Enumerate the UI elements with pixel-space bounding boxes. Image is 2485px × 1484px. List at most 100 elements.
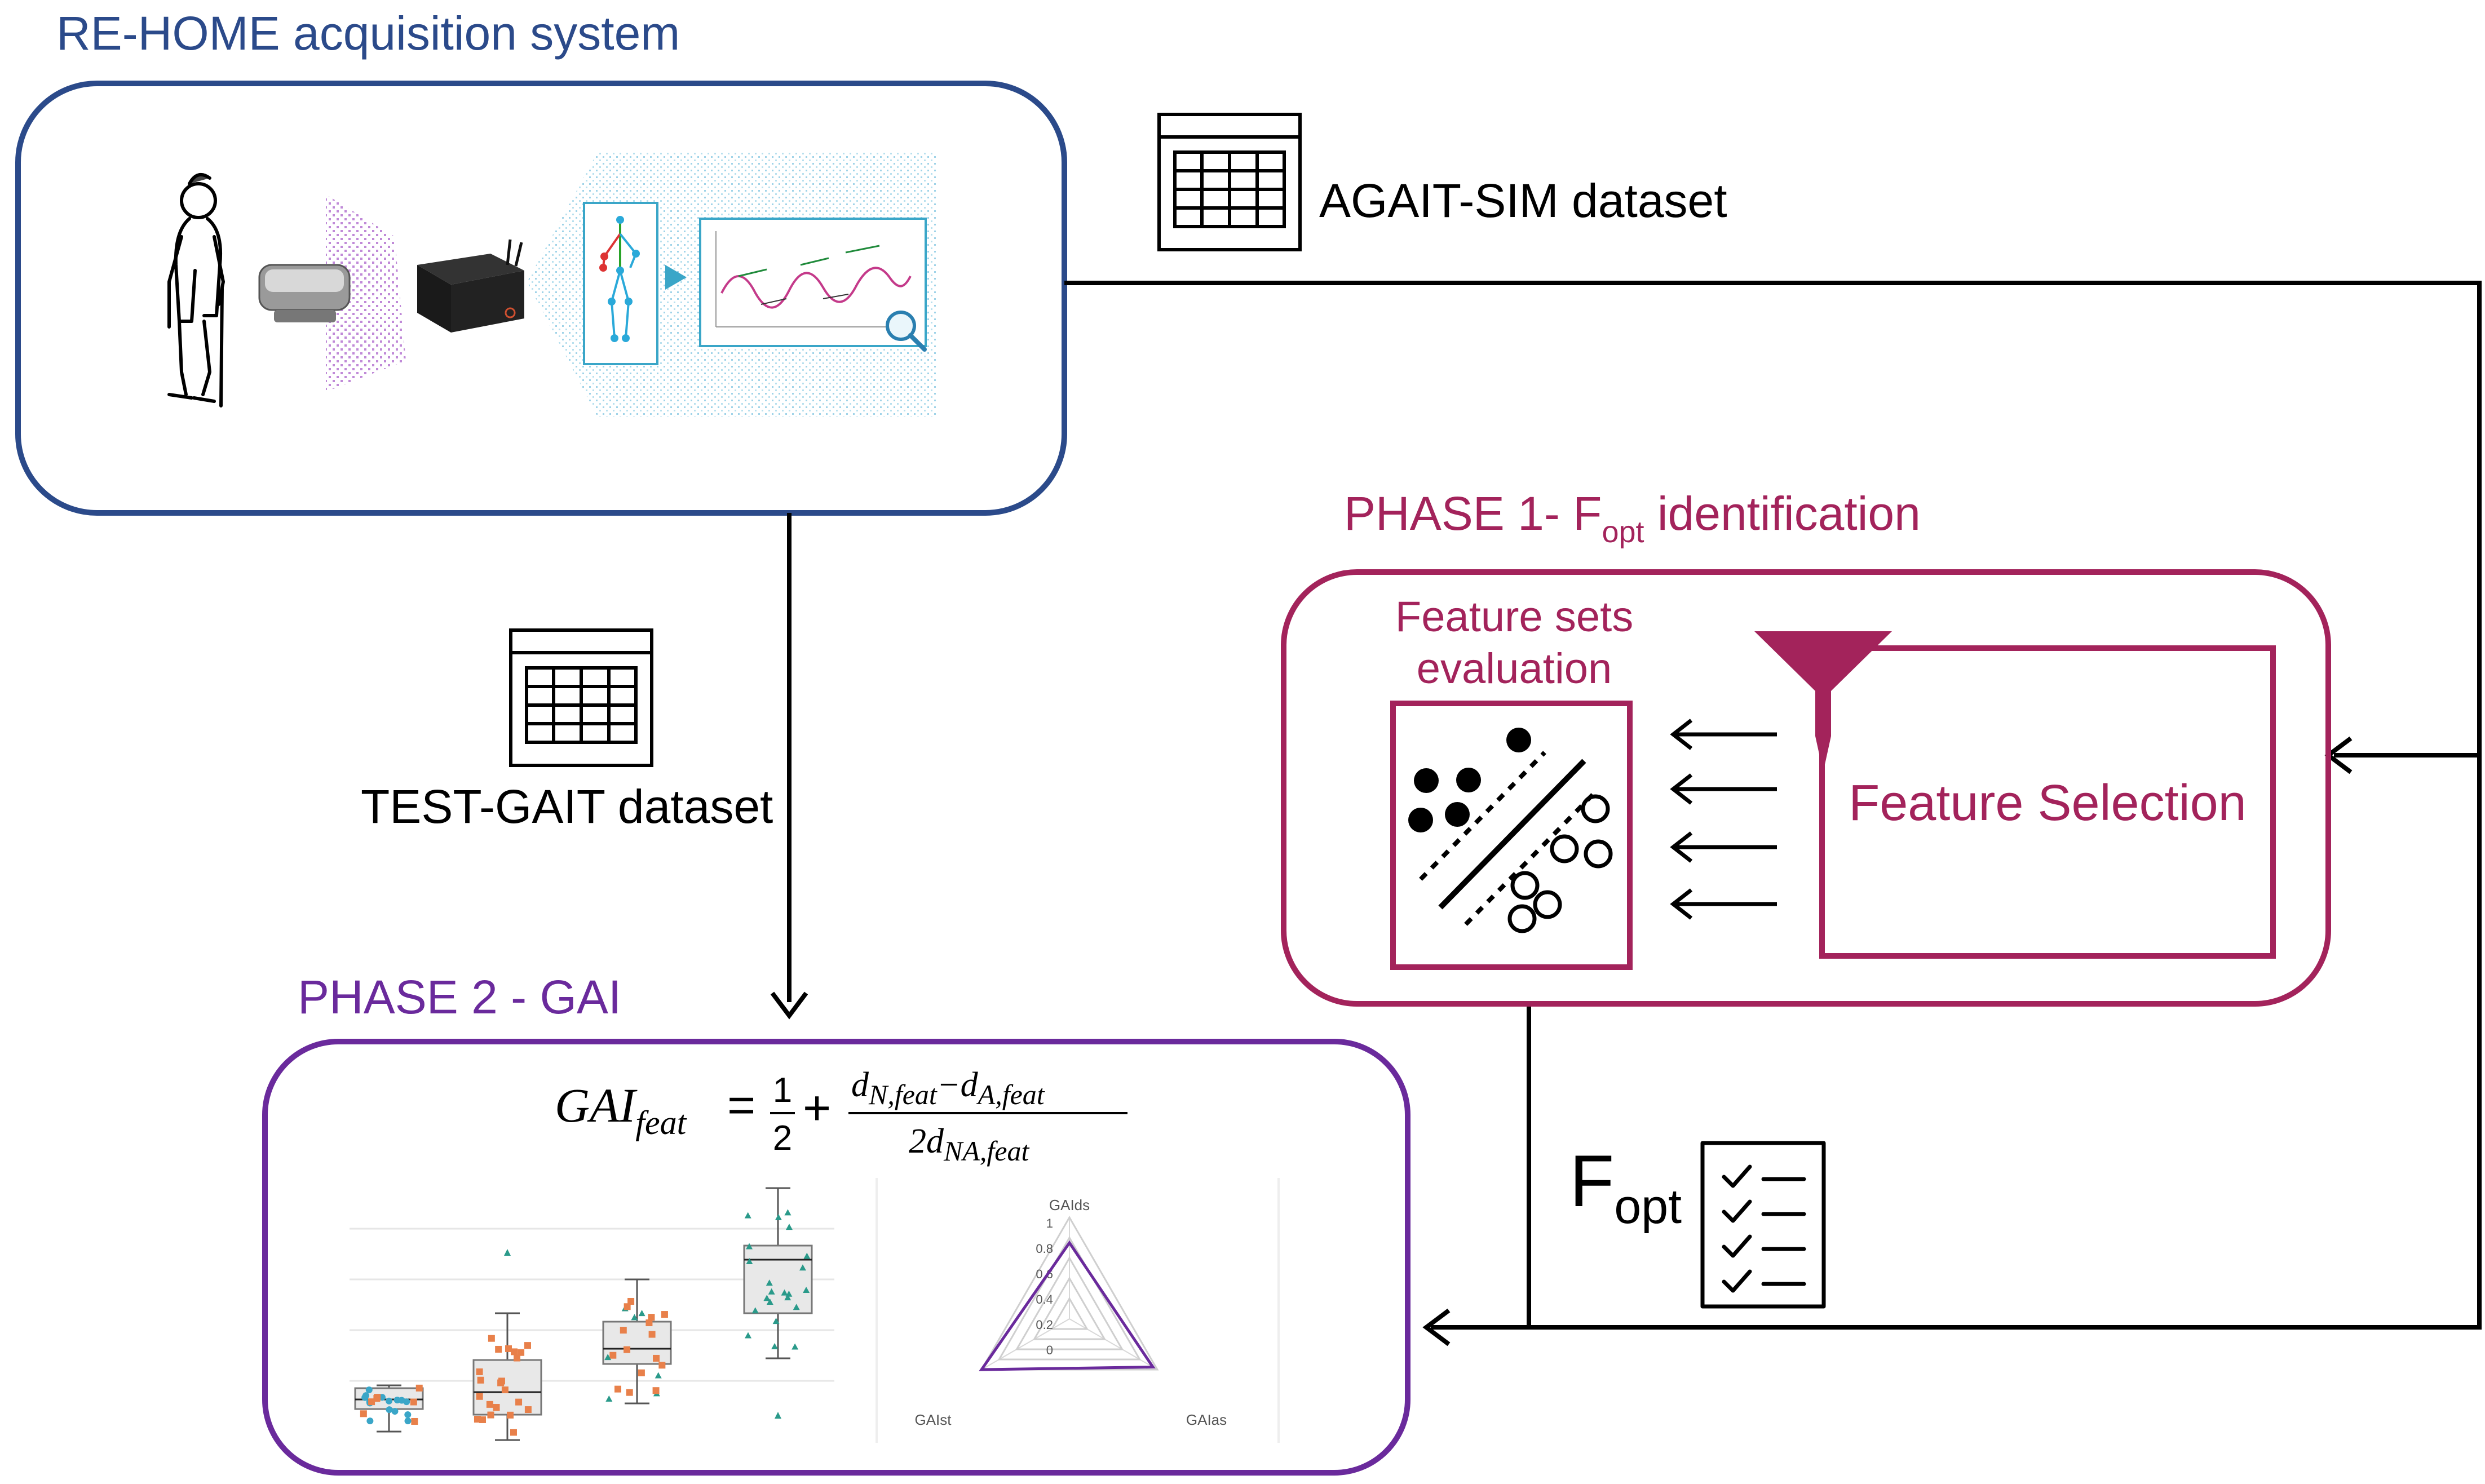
scatter-point-square bbox=[658, 1362, 666, 1369]
scatter-point-circle bbox=[403, 1398, 410, 1406]
scatter-point-square bbox=[474, 1415, 481, 1423]
scatter-point-square bbox=[495, 1345, 502, 1353]
radar-axis-top: GAIds bbox=[1049, 1197, 1090, 1213]
scatter-point-square bbox=[652, 1387, 660, 1394]
scatter-point-square bbox=[493, 1404, 500, 1411]
scatter-point-circle bbox=[404, 1411, 412, 1418]
scatter-point-triangle bbox=[631, 1314, 638, 1321]
scatter-point-triangle bbox=[784, 1294, 792, 1301]
formula-den-sub: NA,feat bbox=[943, 1135, 1029, 1167]
scatter-point-square bbox=[477, 1376, 484, 1384]
scatter-point-circle bbox=[404, 1417, 412, 1425]
scatter-point-square bbox=[410, 1398, 417, 1406]
arrow-head-phase2-right bbox=[1422, 1308, 1451, 1346]
scatter-point-triangle bbox=[744, 1212, 751, 1219]
rehome-title: RE-HOME acquisition system bbox=[56, 7, 680, 60]
scatter-point-square bbox=[524, 1406, 532, 1414]
scatter-point-square bbox=[518, 1349, 525, 1356]
test-table-icon bbox=[509, 628, 653, 767]
eval-title-line2: evaluation bbox=[1417, 645, 1612, 693]
radar-spoke bbox=[1069, 1318, 1158, 1370]
signal-plot bbox=[715, 231, 913, 327]
scatter-point-triangle bbox=[655, 1372, 662, 1379]
scatter-point-triangle bbox=[638, 1310, 645, 1317]
scatter-point-circle bbox=[391, 1407, 399, 1415]
magnifier-icon bbox=[886, 311, 927, 352]
scatter-point-square bbox=[524, 1342, 531, 1349]
formula-plus: + bbox=[803, 1081, 831, 1135]
scatter-point-square bbox=[614, 1385, 622, 1393]
formula-num-a-sub: N,feat bbox=[868, 1079, 938, 1110]
depth-sensor-icon bbox=[258, 264, 351, 322]
formula-den: 2d bbox=[909, 1122, 944, 1160]
scatter-point-square bbox=[638, 1369, 645, 1376]
scatter-point-triangle bbox=[785, 1224, 793, 1230]
phase1-title: PHASE 1- Fopt identification bbox=[1344, 487, 1921, 549]
scatter-point-square bbox=[488, 1335, 495, 1342]
scatter-point-triangle bbox=[746, 1258, 753, 1265]
scatter-point-triangle bbox=[768, 1288, 775, 1295]
scatter-point-square bbox=[487, 1411, 494, 1419]
scatter-point-square bbox=[514, 1354, 521, 1362]
scatter-point-triangle bbox=[803, 1286, 810, 1293]
scatter-point-triangle bbox=[763, 1295, 771, 1301]
scatter-point-circle bbox=[386, 1406, 393, 1414]
scatter-point-square bbox=[627, 1297, 635, 1305]
scatter-point-triangle bbox=[766, 1279, 773, 1286]
scatter-point-square bbox=[653, 1354, 660, 1362]
scatter-point-square bbox=[510, 1429, 517, 1436]
feature-selection-label: Feature Selection bbox=[1849, 775, 2246, 831]
scatter-point-square bbox=[661, 1311, 668, 1318]
radar-chart: GAIds GAIas GAIst 1 0.8 0.6 0.4 0.2 0 bbox=[914, 1197, 1227, 1428]
formula-lhs-sub: feat bbox=[635, 1104, 687, 1141]
radar-grid-ring bbox=[1015, 1256, 1124, 1350]
formula-lhs: GAI bbox=[555, 1078, 638, 1132]
fopt-main: F bbox=[1569, 1140, 1614, 1222]
radar-tick-02: 0.2 bbox=[1036, 1318, 1053, 1332]
scatter-point-triangle bbox=[784, 1209, 792, 1216]
scatter-outlier bbox=[504, 1249, 511, 1256]
funnel-icon bbox=[1754, 631, 1892, 772]
scatter-point-triangle bbox=[605, 1395, 613, 1402]
gai-formula: GAIfeat = 1 2 + dN,feat−dA,feat 2dNA,fea… bbox=[555, 1066, 1127, 1167]
scatter-point-circle bbox=[386, 1397, 393, 1405]
radar-tick-08: 0.8 bbox=[1036, 1242, 1053, 1256]
radar-series bbox=[979, 1240, 1156, 1371]
scatter-point-triangle bbox=[799, 1264, 806, 1271]
scatter-point-triangle bbox=[792, 1343, 799, 1350]
formula-num-b: d bbox=[961, 1066, 979, 1104]
radar-tick-0: 0 bbox=[1046, 1343, 1053, 1357]
scatter-point-square bbox=[511, 1348, 518, 1355]
feature-selection-box bbox=[1819, 645, 2276, 959]
scatter-point-square bbox=[648, 1331, 656, 1338]
radar-grid-ring bbox=[1033, 1277, 1106, 1340]
scatter-point-circle bbox=[393, 1396, 401, 1403]
scatter-point-square bbox=[360, 1410, 367, 1417]
svm-classifier-icon bbox=[1408, 728, 1613, 933]
scatter-point-square bbox=[479, 1416, 487, 1423]
scatter-point-triangle bbox=[793, 1304, 800, 1310]
formula-num-a: d bbox=[851, 1066, 869, 1104]
rehome-box bbox=[15, 81, 1067, 516]
sensor-beam bbox=[326, 194, 406, 392]
formula-minus: − bbox=[937, 1066, 961, 1104]
scatter-point-square bbox=[368, 1398, 375, 1406]
radar-tick-1: 1 bbox=[1046, 1216, 1053, 1230]
scatter-point-square bbox=[486, 1401, 493, 1408]
radar-axis-left: GAIst bbox=[914, 1411, 952, 1428]
feature-arrows bbox=[1670, 719, 1777, 920]
fopt-sub: opt bbox=[1614, 1180, 1682, 1234]
scatter-point-circle bbox=[361, 1394, 369, 1401]
scatter-point-square bbox=[626, 1389, 633, 1396]
box-iqr bbox=[743, 1244, 813, 1314]
skeleton-icon bbox=[599, 216, 640, 342]
scatter-point-square bbox=[609, 1352, 617, 1359]
scatter-point-square bbox=[620, 1327, 627, 1334]
svg-text:2dNA,feat: 2dNA,feat bbox=[909, 1122, 1029, 1167]
scatter-point-triangle bbox=[746, 1243, 753, 1250]
radar-grid-ring bbox=[1050, 1296, 1089, 1330]
radar-spoke bbox=[981, 1318, 1070, 1370]
scatter-point-triangle bbox=[771, 1343, 779, 1349]
